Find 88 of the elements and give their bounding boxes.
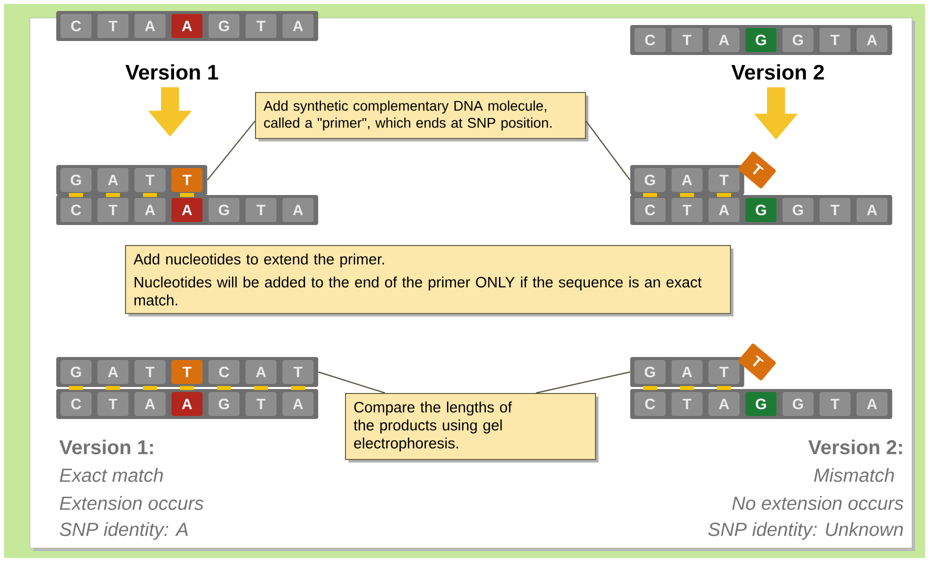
base-tile: G [60,360,92,384]
result-text: Mismatch [814,468,894,482]
base-tile: A [98,168,128,192]
base-tile: T [738,344,776,380]
base-tile: G [208,392,240,416]
callout-box: Compare the lengths of the products using gel electrophoresis. [345,393,598,462]
dna-strand [630,152,776,195]
base-tile: A [856,392,888,416]
base-tile: A [172,14,202,38]
base-tile: T [98,14,128,38]
callout-box: Add nucleotides to extend the primer. Nucleotides will be added to the end of the primer ONLY if the sequence is an exact match. [125,245,734,316]
base-tile: A [282,198,314,222]
base-tile: A [134,14,166,38]
base-tile: G [782,28,814,52]
base-tile: G [208,14,240,38]
leader-line [586,120,630,180]
base-tile: C [208,360,240,384]
base-tile: A [856,198,888,222]
base-tile: T [246,392,276,416]
base-tile: G [746,28,776,52]
base-tile: G [634,168,666,192]
base-tile: A [282,14,314,38]
base-tile: A [172,392,202,416]
base-tile: T [246,198,276,222]
base-tile: T [98,198,128,222]
base-tile: A [708,28,740,52]
base-tile: T [672,198,702,222]
base-tile: T [672,392,702,416]
base-tile: T [98,392,128,416]
result-text: Exact match [60,468,163,482]
base-tile: A [282,392,314,416]
base-tile: A [856,28,888,52]
base-tile: T [282,360,314,384]
base-tile: T [172,360,202,384]
base-tile: T [708,360,740,384]
version-heading: Version 1: [59,440,153,454]
base-tile: A [708,198,740,222]
base-tile: G [60,168,92,192]
leader-line [206,120,256,180]
version-heading: Version 1 [125,64,218,80]
base-tile: C [634,198,666,222]
base-tile: T [672,28,702,52]
dna-strand [56,165,208,195]
result-text: No extension occurs [732,496,904,510]
version-heading: Version 2: [808,440,902,454]
base-tile: T [820,28,850,52]
base-tile: A [172,198,202,222]
dna-strand [56,195,318,225]
base-tile: A [134,198,166,222]
base-tile: T [708,168,740,192]
callout-box: Add synthetic complementary DNA molecule, called a "primer", which ends at SNP position. [255,92,588,142]
base-tile: C [60,14,92,38]
dna-strand [630,344,776,387]
dna-strand [56,357,318,387]
base-tile: C [634,392,666,416]
base-tile: A [98,360,128,384]
base-tile: C [634,28,666,52]
base-tile: T [820,198,850,222]
dna-strand [56,11,318,41]
base-tile: A [134,392,166,416]
dna-strand [56,389,318,419]
leader-line [318,371,386,394]
result-text: SNP identity: A [60,522,188,540]
base-tile: T [738,152,776,188]
base-tile: G [746,198,776,222]
base-tile: G [746,392,776,416]
base-tile: T [172,168,202,192]
version-heading: Version 2 [731,64,824,80]
base-tile: C [60,392,92,416]
result-text: SNP identity: Unknown [708,522,903,540]
dna-strand [630,25,892,55]
base-tile: T [134,168,166,192]
dna-strand [630,389,892,419]
base-tile: T [246,14,276,38]
base-tile: A [672,168,702,192]
base-tile: A [246,360,276,384]
base-tile: T [820,392,850,416]
leader-line [536,371,630,394]
base-tile: G [782,198,814,222]
base-tile: A [708,392,740,416]
base-tile: A [672,360,702,384]
dna-strand [630,195,892,225]
base-tile: G [634,360,666,384]
base-tile: T [134,360,166,384]
base-tile: C [60,198,92,222]
base-tile: G [782,392,814,416]
base-tile: G [208,198,240,222]
result-text: Extension occurs [60,496,204,510]
